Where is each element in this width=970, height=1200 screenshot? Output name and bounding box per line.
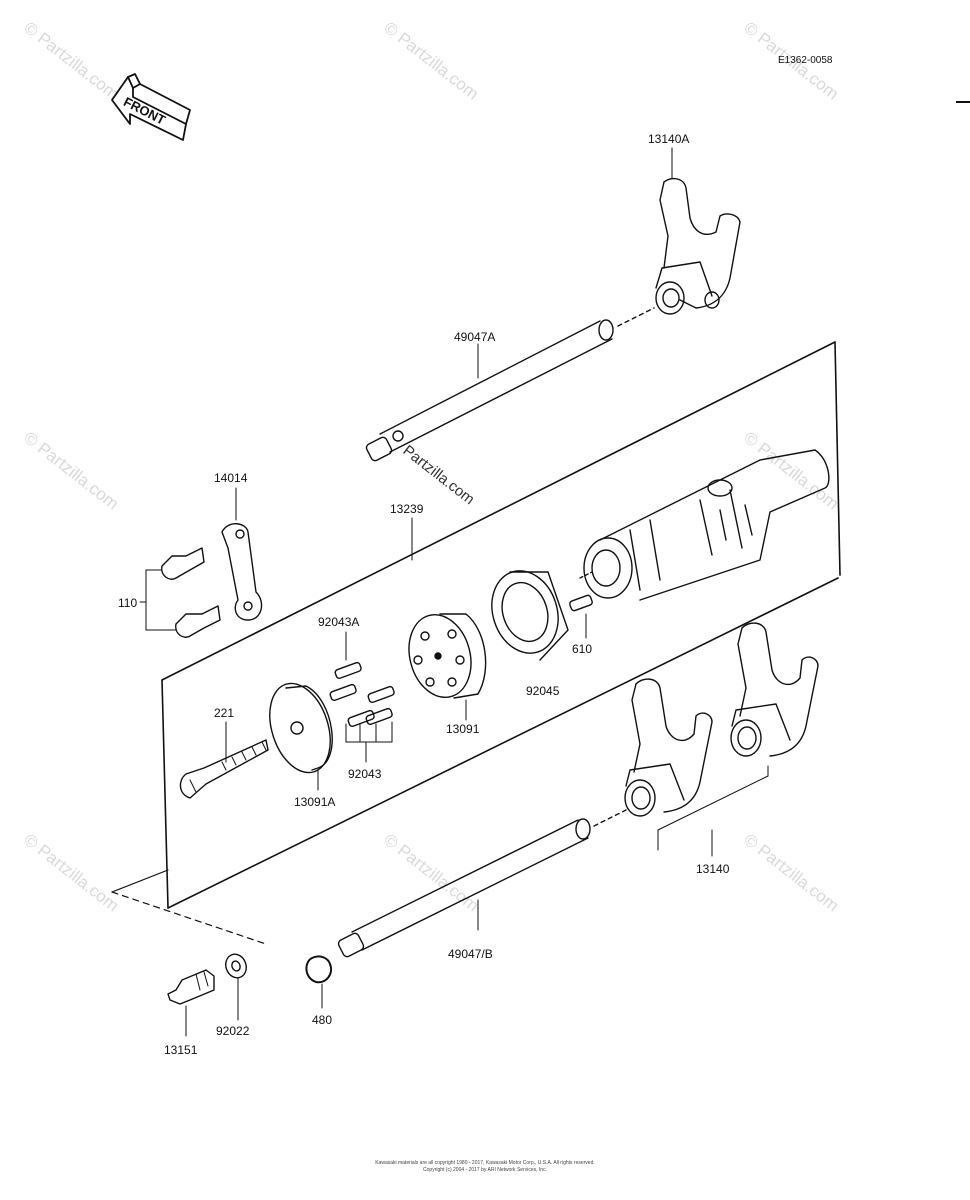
edge-mark	[956, 101, 970, 103]
shift-rod-49047a	[365, 307, 655, 462]
copyright-line: Kawasaki materials are all copyright 198…	[375, 1160, 595, 1166]
part-label-13239: 13239	[390, 502, 424, 516]
lead-lines	[111, 869, 267, 945]
part-label-13151: 13151	[164, 1043, 198, 1057]
assembly-board-outline	[161, 341, 841, 909]
front-arrow-icon	[111, 73, 191, 141]
fork-group-bracket-13140	[657, 765, 769, 857]
pins-92043	[329, 631, 395, 763]
shift-fork-13140-right	[730, 622, 819, 757]
screw-221	[179, 721, 269, 799]
copyright-line: Copyright (c) 2004 - 2017 by ARI Network…	[423, 1167, 547, 1173]
part-label-13091a: 13091A	[294, 795, 336, 809]
part-label-13091: 13091	[446, 722, 480, 736]
neutral-switch-13151	[167, 969, 215, 1037]
bracket-14014	[221, 487, 263, 621]
part-label-221: 221	[214, 706, 235, 720]
part-label-480: 480	[312, 1013, 333, 1027]
bolts-110	[139, 547, 221, 638]
shift-fork-13140-left	[624, 678, 713, 817]
part-label-110: 110	[118, 596, 138, 610]
shift-fork-13140a	[655, 177, 741, 315]
part-label-49047a: 49047A	[454, 330, 496, 344]
shift-rod-49047b	[337, 809, 627, 958]
part-label-610: 610	[572, 642, 593, 656]
cam-plate-13091a	[269, 682, 333, 791]
pin-610	[569, 594, 593, 612]
pin-holder-13091	[408, 613, 487, 699]
leader-lines	[411, 147, 673, 721]
part-label-92043a: 92043A	[318, 615, 360, 629]
part-label-92043: 92043	[348, 767, 382, 781]
part-label-14014: 14014	[214, 471, 248, 485]
bearing-92045	[491, 570, 569, 661]
circlip-480	[305, 955, 332, 1009]
part-label-92045: 92045	[526, 684, 560, 698]
washer-92022	[225, 953, 247, 1021]
part-label-92022: 92022	[216, 1024, 250, 1038]
part-label-13140a: 13140A	[648, 132, 690, 146]
part-label-49047b: 49047/B	[448, 947, 493, 961]
diagram-code: E1362-0058	[778, 55, 833, 66]
shift-drum-13239	[579, 449, 830, 601]
part-label-13140: 13140	[696, 862, 730, 876]
